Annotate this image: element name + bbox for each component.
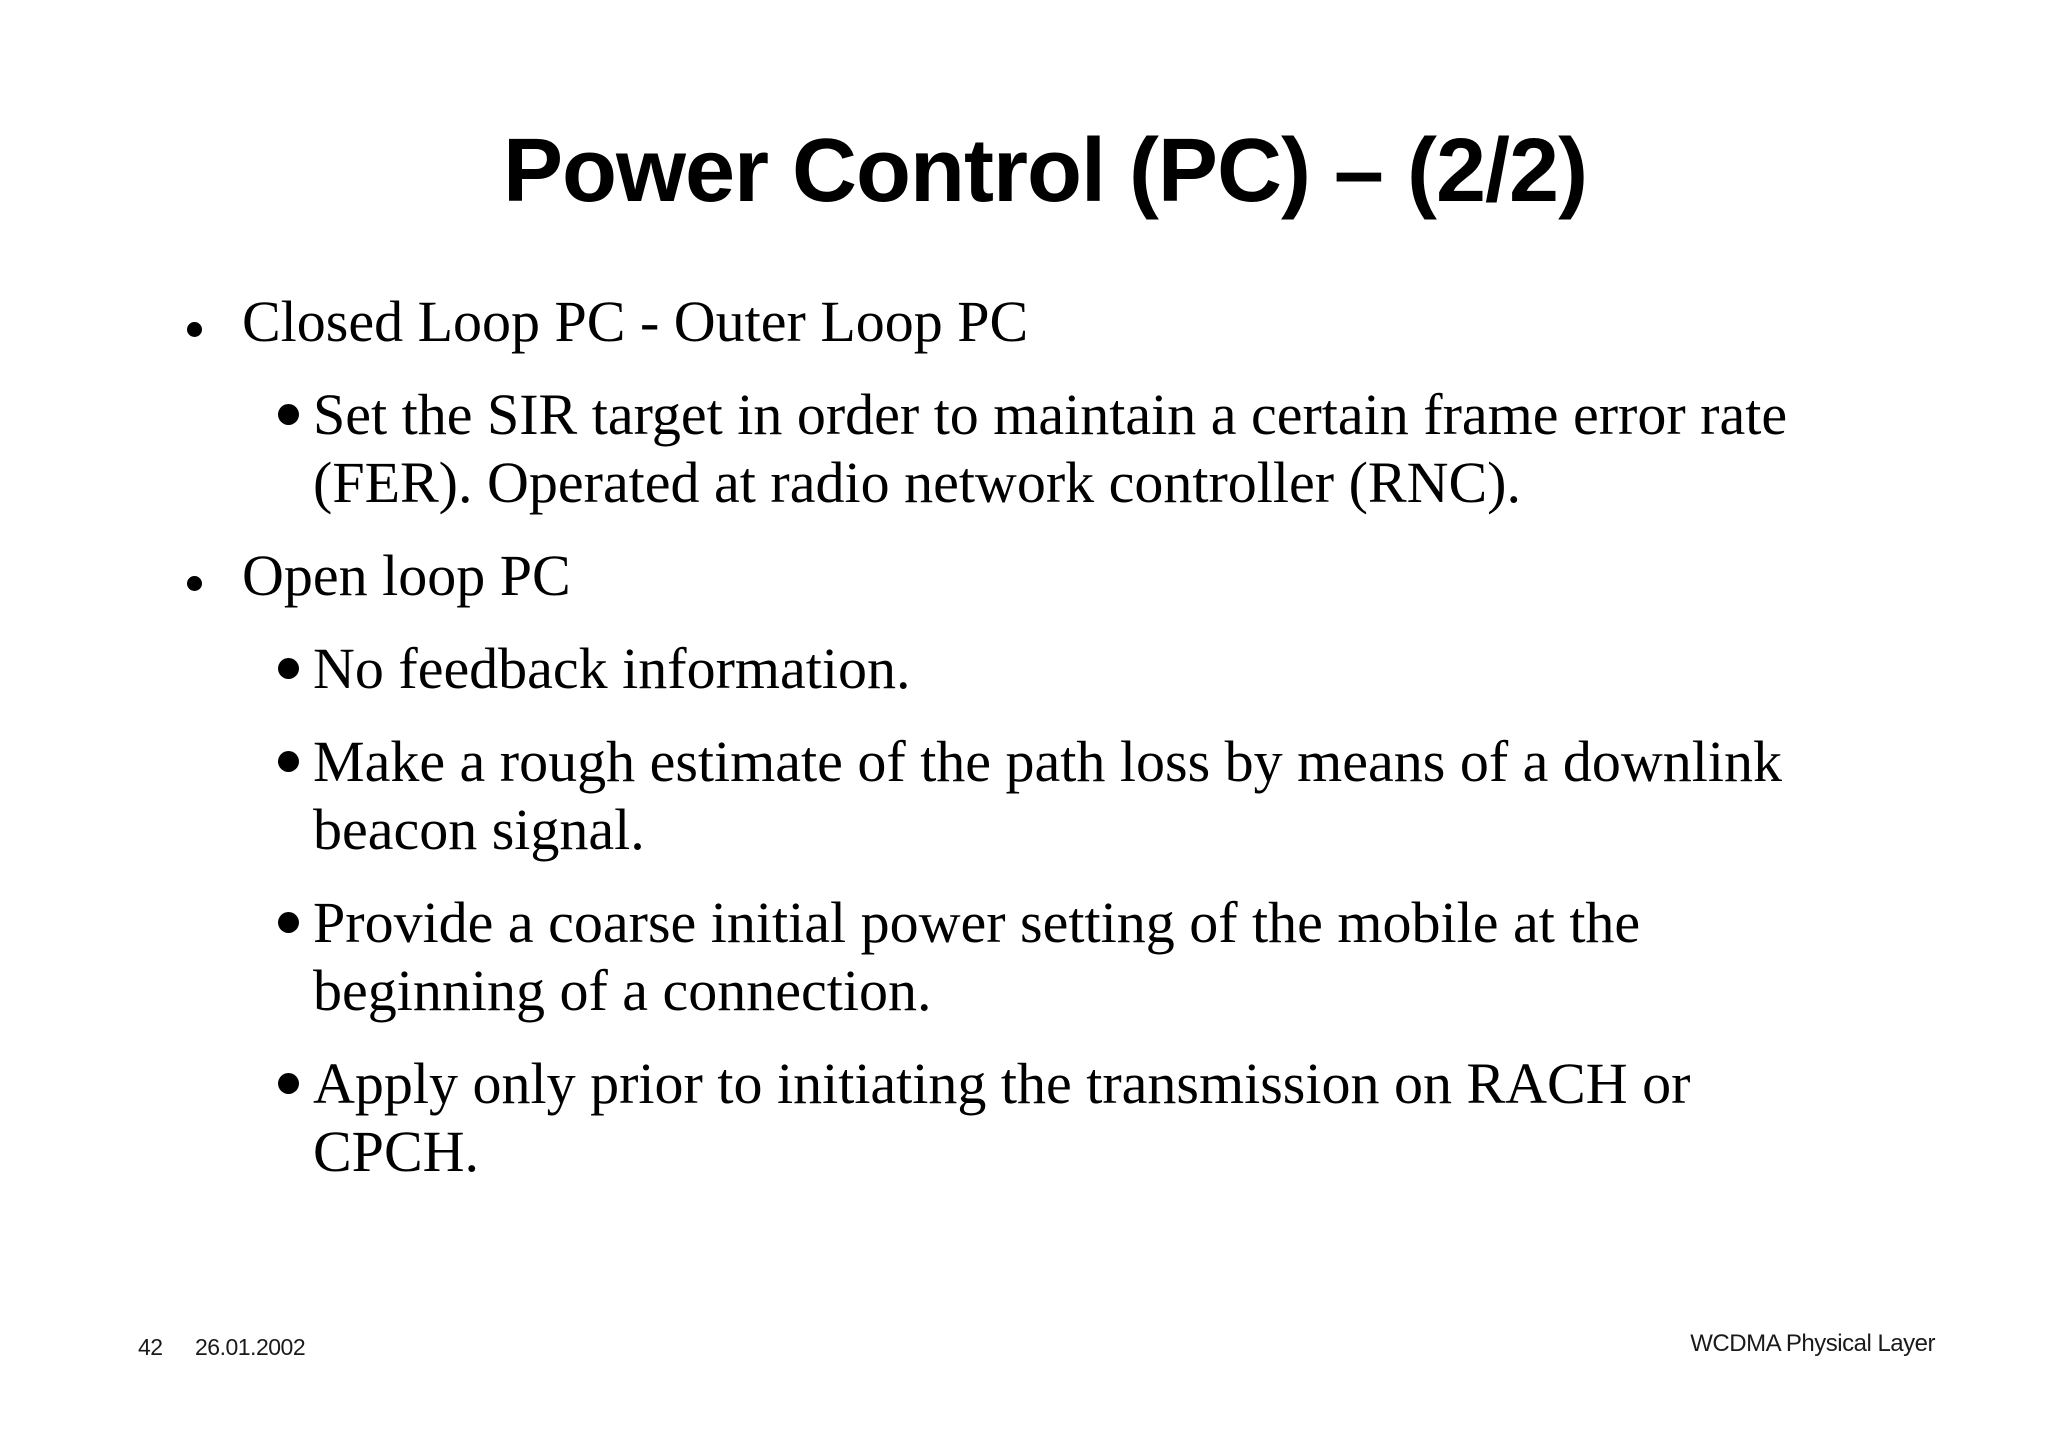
page-number: 42 bbox=[138, 1334, 163, 1360]
sub-bullet-item: Set the SIR target in order to maintain … bbox=[0, 381, 1833, 517]
bullet-text: Open loop PC bbox=[242, 543, 571, 608]
sub-bullet-icon bbox=[278, 404, 299, 425]
bullet-text: Closed Loop PC - Outer Loop PC bbox=[242, 289, 1029, 354]
sub-bullet-icon bbox=[278, 1073, 299, 1094]
sub-bullet-text: Apply only prior to initiating the trans… bbox=[313, 1051, 1691, 1184]
sub-bullet-text: Set the SIR target in order to maintain … bbox=[313, 382, 1788, 515]
slide-title: Power Control (PC) – (2/2) bbox=[502, 121, 1588, 221]
bullet-item: Open loop PC bbox=[0, 542, 1833, 610]
bullet-icon bbox=[187, 322, 202, 337]
sub-bullet-text: Make a rough estimate of the path loss b… bbox=[313, 729, 1783, 862]
bullet-item: Closed Loop PC - Outer Loop PC bbox=[0, 288, 1833, 356]
sub-bullet-item: Provide a coarse initial power setting o… bbox=[0, 889, 1833, 1025]
sub-bullet-icon bbox=[278, 912, 299, 933]
sub-bullet-item: Make a rough estimate of the path loss b… bbox=[0, 728, 1833, 864]
footer-course: WCDMA Physical Layer bbox=[1690, 1330, 1935, 1357]
sub-bullet-item: Apply only prior to initiating the trans… bbox=[0, 1050, 1833, 1186]
footer-date: 26.01.2002 bbox=[195, 1334, 306, 1360]
sub-bullet-icon bbox=[278, 658, 299, 679]
sub-bullet-text: No feedback information. bbox=[313, 636, 911, 701]
sub-bullet-icon bbox=[278, 751, 299, 772]
sub-bullet-item: No feedback information. bbox=[0, 635, 1833, 703]
bullet-list: Closed Loop PC - Outer Loop PC Set the S… bbox=[0, 288, 2048, 1186]
bullet-icon bbox=[187, 576, 202, 591]
sub-bullet-text: Provide a coarse initial power setting o… bbox=[313, 890, 1641, 1023]
